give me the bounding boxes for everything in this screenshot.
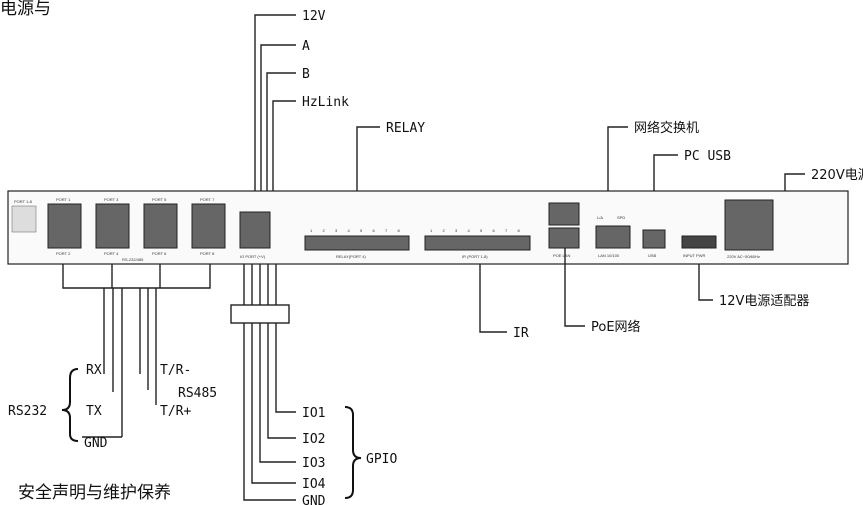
label-rs232: RS232 <box>8 404 47 419</box>
label-gnd-gpio: GND <box>302 494 326 505</box>
ac-caption: 220V AC~50/60Hz <box>727 254 760 259</box>
port-label: PORT 1 <box>56 197 71 202</box>
terminal-number: 3 <box>335 228 338 233</box>
ir-caption: IR (PORT 1-8) <box>462 254 488 259</box>
braces <box>61 368 362 499</box>
terminal-number: 6 <box>493 228 496 233</box>
label-a: A <box>302 39 310 54</box>
lan-port <box>595 225 631 249</box>
ac-inlet <box>724 199 774 251</box>
terminal-number: 6 <box>373 228 376 233</box>
ir-terminal <box>424 235 531 251</box>
input-caption: INPUT PWR <box>683 253 705 258</box>
port-label: PORT 2 <box>56 251 71 256</box>
gpio-caption: IO PORT (+V) <box>240 254 266 259</box>
port-5-6 <box>143 203 178 249</box>
dip-switch <box>11 205 37 233</box>
gpio-terminal <box>239 211 271 249</box>
poe-port-upper <box>548 202 580 226</box>
relay-numbers: 1 2 3 4 5 6 7 8 <box>310 228 401 233</box>
label-poe-network: PoE网络 <box>591 319 641 335</box>
label-io2: IO2 <box>302 432 325 447</box>
rs232-brace <box>61 368 79 442</box>
terminal-number: 4 <box>348 228 351 233</box>
poe-caption: POE LAN <box>553 253 570 258</box>
label-hzlink: HzLink <box>302 95 349 110</box>
port-7-8 <box>191 203 226 249</box>
label-12v: 12V <box>302 9 326 24</box>
label-tr-plus: T/R+ <box>160 404 191 419</box>
port-label: PORT 8 <box>200 251 215 256</box>
usb-port <box>642 229 666 249</box>
serial-ports: PORT 1 PORT 3 PORT 5 PORT 7 PORT 2 PORT … <box>47 197 226 262</box>
terminal-number: 7 <box>385 228 388 233</box>
terminal-number: 2 <box>323 228 326 233</box>
leader-lines <box>62 14 805 501</box>
relay-caption: RELAY(PORT 4) <box>336 254 366 259</box>
port-3-4 <box>95 203 130 249</box>
label-io4: IO4 <box>302 477 326 492</box>
port-1-2 <box>47 203 82 249</box>
device-panel <box>7 190 849 265</box>
cropped-heading-fragment: 电源与 <box>0 0 51 19</box>
safety-notice-heading: 安全声明与维护保养 <box>18 483 171 503</box>
dc-input-jack <box>681 235 717 249</box>
poe-port-lower <box>548 227 580 249</box>
port-label: PORT 6 <box>152 251 167 256</box>
terminal-number: 5 <box>480 228 483 233</box>
port-label: PORT 5 <box>152 197 167 202</box>
terminal-number: 5 <box>360 228 363 233</box>
label-tx: TX <box>86 404 102 419</box>
lan-light: L/A <box>597 215 603 220</box>
label-io3: IO3 <box>302 456 325 471</box>
gpio-brace <box>344 406 362 499</box>
terminal-number: 8 <box>398 228 401 233</box>
label-pc-usb: PC USB <box>684 149 731 164</box>
label-rx: RX <box>86 363 102 378</box>
terminal-number: 2 <box>443 228 446 233</box>
lan-caption: LAN 10/100 <box>598 253 620 258</box>
label-network-switch: 网络交换机 <box>634 120 699 136</box>
label-io1: IO1 <box>302 406 325 421</box>
terminal-number: 4 <box>468 228 471 233</box>
usb-caption: USB <box>648 253 657 258</box>
terminal-number: 8 <box>518 228 521 233</box>
label-12v-adapter: 12V电源适配器 <box>719 294 809 309</box>
label-gpio: GPIO <box>366 452 397 467</box>
ir-numbers: 1 2 3 4 5 6 7 8 <box>430 228 521 233</box>
label-ir: IR <box>513 326 529 341</box>
port-switch-label: PORT 1-8 <box>14 199 33 204</box>
label-b: B <box>302 67 310 82</box>
label-220v-power: 220V电源 <box>811 168 863 183</box>
relay-terminal <box>304 235 410 251</box>
terminal-number: 1 <box>430 228 433 233</box>
label-gnd-serial: GND <box>84 436 108 451</box>
port-label: PORT 7 <box>200 197 215 202</box>
label-rs485: RS485 <box>178 386 217 401</box>
terminal-number: 7 <box>505 228 508 233</box>
lan-light: SPD <box>617 215 625 220</box>
port-label: PORT 4 <box>104 251 119 256</box>
serial-group-label: RS-232/485 <box>122 257 144 262</box>
terminal-number: 3 <box>455 228 458 233</box>
label-relay: RELAY <box>386 121 425 136</box>
port-label: PORT 3 <box>104 197 119 202</box>
label-tr-minus: T/R- <box>160 363 191 378</box>
terminal-number: 1 <box>310 228 313 233</box>
